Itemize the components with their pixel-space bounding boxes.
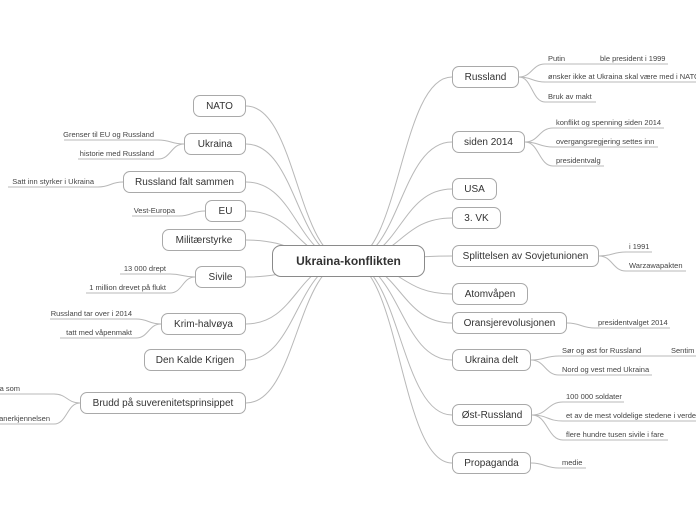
topic-splittelsen[interactable]: Splittelsen av Sovjetunionen <box>452 245 599 267</box>
topic-russland[interactable]: Russland <box>452 66 519 88</box>
sub-link-russland-0 <box>518 63 546 78</box>
sub-a-som[interactable]: a som <box>0 384 20 393</box>
sub-link-krim-0 <box>135 318 162 325</box>
branch-right-8 <box>347 260 453 416</box>
sub-warzawapakten[interactable]: Warzawapakten <box>629 261 683 270</box>
sub-link-falt-0 <box>97 181 124 188</box>
sub-link-delt-1 <box>530 359 560 376</box>
sub-vest-europa[interactable]: Vest-Europa <box>133 206 175 215</box>
branch-left-8 <box>245 260 349 404</box>
sub-grenser-eu-russland[interactable]: Grenser til EU og Russland <box>63 130 154 139</box>
sub-link-ukraina-1 <box>157 143 185 160</box>
topic-ost-russland[interactable]: Øst-Russland <box>452 404 532 426</box>
sub-link-brudd-1 <box>53 402 81 425</box>
branch-left-0 <box>245 105 349 262</box>
sub-link-sivile-0 <box>169 273 196 278</box>
topic-3-vk[interactable]: 3. VK <box>452 207 501 229</box>
central-topic[interactable]: Ukraina-konflikten <box>272 245 425 277</box>
sub-link-siden-0 <box>524 127 554 143</box>
topic-brudd-suverenitet[interactable]: Brudd på suverenitetsprinsippet <box>80 392 246 414</box>
branch-right-1 <box>347 141 453 262</box>
topic-propaganda[interactable]: Propaganda <box>452 452 531 474</box>
topic-eu[interactable]: EU <box>205 200 246 222</box>
sub-ble-president[interactable]: ble president i 1999 <box>600 54 666 63</box>
sub-link-split-1 <box>598 255 627 272</box>
sub-overgangsregjering[interactable]: overgangsregjering settes inn <box>556 137 655 146</box>
topic-krim-halvoya[interactable]: Krim-halvøya <box>161 313 246 335</box>
sub-13000-drept[interactable]: 13 000 drept <box>123 264 166 273</box>
sub-russland-tar-over[interactable]: Russland tar over i 2014 <box>50 309 132 318</box>
sub-voldelige-steder[interactable]: et av de mest voldelige stedene i verden <box>566 411 696 420</box>
topic-militaerstyrke[interactable]: Militærstyrke <box>162 229 246 251</box>
topic-den-kalde-krigen[interactable]: Den Kalde Krigen <box>144 349 246 371</box>
sub-sentim[interactable]: Sentim <box>671 346 695 355</box>
branch-left-1 <box>245 143 349 262</box>
sub-link-sivile-1 <box>169 276 196 294</box>
sub-link-prop-0 <box>530 462 560 469</box>
sub-onsker-ikke-nato[interactable]: ønsker ikke at Ukraina skal være med i N… <box>548 72 696 81</box>
sub-link-eu-0 <box>178 210 206 217</box>
sub-link-russland-2 <box>518 76 546 103</box>
sub-medie[interactable]: medie <box>562 458 583 467</box>
topic-ukraina[interactable]: Ukraina <box>184 133 246 155</box>
topic-usa[interactable]: USA <box>452 178 497 200</box>
sub-tatt-med-vapenmakt[interactable]: tatt med våpenmakt <box>66 328 132 337</box>
topic-oransjerevolusjonen[interactable]: Oransjerevolusjonen <box>452 312 567 334</box>
topic-russland-falt-sammen[interactable]: Russland falt sammen <box>123 171 246 193</box>
sub-presidentvalg[interactable]: presidentvalg <box>556 156 601 165</box>
sub-historie-med-russland[interactable]: historie med Russland <box>79 149 154 158</box>
sub-link-ukraina-0 <box>157 139 185 145</box>
sub-100000-soldater[interactable]: 100 000 soldater <box>566 392 622 401</box>
sub-satt-inn-styrker[interactable]: Satt inn styrker i Ukraina <box>12 177 94 186</box>
sub-presidentvalget-2014[interactable]: presidentvalget 2014 <box>598 318 668 327</box>
sub-link-siden-2 <box>524 141 554 167</box>
topic-sivile[interactable]: Sivile <box>195 266 246 288</box>
topic-ukraina-delt[interactable]: Ukraina delt <box>452 349 531 371</box>
sub-link-krim-1 <box>135 323 162 339</box>
sub-link-delt-0 <box>530 355 560 361</box>
sub-putin[interactable]: Putin <box>548 54 566 63</box>
sub-konflikt-spenning[interactable]: konflikt og spenning siden 2014 <box>556 118 662 127</box>
sub-link-brudd-0 <box>53 393 81 404</box>
sub-anerkjennelsen[interactable]: anerkjennelsen <box>0 414 50 423</box>
sub-bruk-av-makt[interactable]: Bruk av makt <box>548 92 592 101</box>
topic-atomvapen[interactable]: Atomvåpen <box>452 283 528 305</box>
branch-right-0 <box>347 76 453 262</box>
sub-sivile-i-fare[interactable]: flere hundre tusen sivile i fare <box>566 430 664 439</box>
topic-siden-2014[interactable]: siden 2014 <box>452 131 525 153</box>
sub-link-split-0 <box>598 251 627 257</box>
sub-link-ost-2 <box>531 414 564 441</box>
sub-1-million-flukt[interactable]: 1 million drevet på flukt <box>89 283 166 292</box>
sub-sor-og-ost[interactable]: Sør og øst for Russland <box>562 346 642 355</box>
sub-nord-og-vest[interactable]: Nord og vest med Ukraina <box>562 365 650 374</box>
sub-link-oransje-0 <box>566 322 596 329</box>
sub-link-ost-0 <box>531 401 564 416</box>
sub-i-1991[interactable]: i 1991 <box>629 242 650 251</box>
topic-nato[interactable]: NATO <box>193 95 246 117</box>
